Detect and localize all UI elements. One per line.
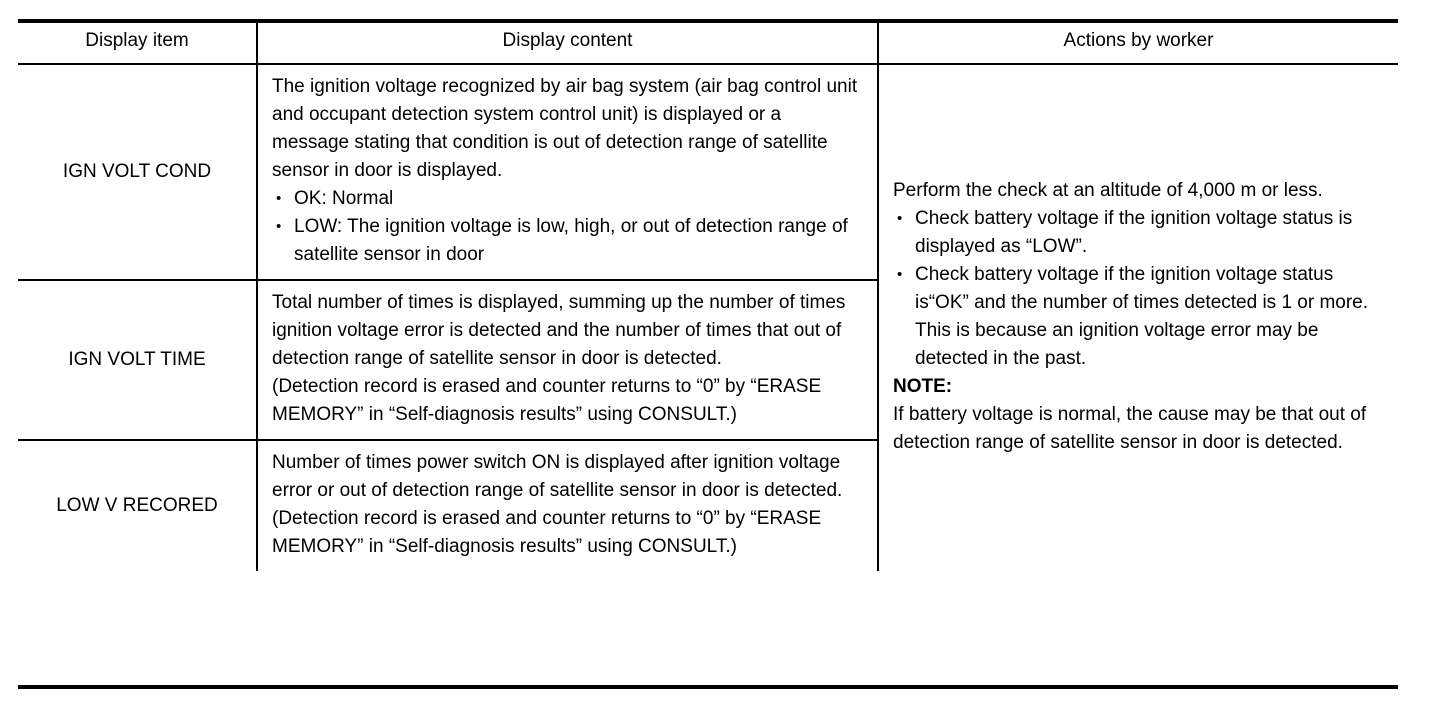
display-content-cell: Total number of times is displayed, summ… [257, 280, 879, 441]
list-item: OK: Normal [272, 185, 863, 213]
content-paragraph: The ignition voltage recognized by air b… [272, 76, 858, 181]
table-row: IGN VOLT TIME Total number of times is d… [18, 280, 1398, 441]
list-item: Check battery voltage if the ignition vo… [893, 205, 1384, 261]
actions-bullet-list: Check battery voltage if the ignition vo… [893, 205, 1384, 373]
diagnosis-display-item-table: Display item Display content Actions by … [18, 19, 1398, 571]
display-content-cell: The ignition voltage recognized by air b… [257, 64, 879, 281]
list-item: Check battery voltage if the ignition vo… [893, 261, 1384, 373]
table-header-row: Display item Display content Actions by … [18, 19, 1398, 65]
content-paragraph: Number of times power switch ON is displ… [272, 452, 843, 501]
note-label: NOTE: [893, 376, 953, 397]
column-header-display-item: Display item [18, 19, 258, 65]
display-item-name: LOW V RECORED [18, 440, 258, 571]
list-item: LOW: The ignition voltage is low, high, … [272, 213, 863, 269]
actions-intro-text: Perform the check at an altitude of 4,00… [893, 180, 1323, 201]
display-item-name: IGN VOLT COND [18, 64, 258, 281]
column-header-display-content: Display content [257, 19, 879, 65]
note-text: If battery voltage is normal, the cause … [893, 404, 1367, 453]
display-content-cell: Number of times power switch ON is displ… [257, 440, 879, 571]
table-row: IGN VOLT COND The ignition voltage recog… [18, 64, 1398, 453]
actions-by-worker-cell: Perform the check at an altitude of 4,00… [878, 64, 1398, 571]
content-paragraph: Total number of times is displayed, summ… [272, 292, 846, 369]
table-row: LOW V RECORED Number of times power swit… [18, 440, 1398, 571]
content-bullet-list: OK: Normal LOW: The ignition voltage is … [272, 185, 863, 269]
column-header-actions-by-worker: Actions by worker [878, 19, 1398, 65]
content-paragraph-secondary: (Detection record is erased and counter … [272, 508, 822, 557]
content-paragraph-secondary: (Detection record is erased and counter … [272, 376, 822, 425]
table-bottom-rule [18, 685, 1398, 689]
display-item-name: IGN VOLT TIME [18, 280, 258, 441]
